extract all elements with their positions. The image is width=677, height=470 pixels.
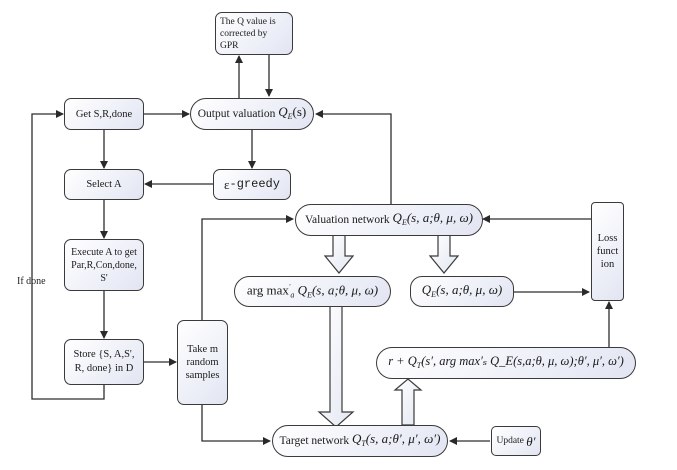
hollow-arrow-valuation-to-argmax <box>323 234 355 274</box>
target-expression-box: r + QT(s′, arg max′ₛ Q_E(s,a;θ, μ, ω);θ′… <box>376 347 636 379</box>
target-network-label: Target network <box>279 434 350 447</box>
target-network-box: Target network QT(s, a;θ′, μ′, ω′) <box>272 425 448 457</box>
update-theta-symbol: θ′ <box>526 433 536 449</box>
hollow-arrow-argmax-to-target <box>317 305 355 428</box>
update-theta-box: Update θ′ <box>491 426 541 456</box>
get-srdone-box: Get S,R,done <box>64 98 144 130</box>
take-samples-label: Take m random samples <box>185 344 220 381</box>
qe-value-box: QE(s, a;θ, μ, ω) <box>410 276 514 307</box>
target-expression-formula: r + QT(s′, arg max′ₛ Q_E(s,a;θ, μ, ω);θ′… <box>388 353 624 370</box>
epsilon-symbol: ε <box>224 177 230 192</box>
store-transition-label: Store {S, A,S', R, done} in D <box>73 349 135 374</box>
target-network-formula: QT(s, a;θ′, μ′, ω′) <box>351 431 441 448</box>
update-label: Update <box>496 435 524 446</box>
arrow-if-done-loop <box>31 110 105 400</box>
output-valuation-formula: QE(s) <box>278 104 307 121</box>
valuation-network-label: Valuation network <box>305 213 390 226</box>
execute-a-label: Execute A to get Par,R,Con,done, S' <box>71 246 137 284</box>
execute-a-box: Execute A to get Par,R,Con,done, S' <box>64 239 144 291</box>
if-done-label: If done <box>17 276 46 287</box>
valuation-network-box: Valuation network QE(s, a;θ, μ, ω) <box>295 204 483 236</box>
argmax-formula: arg max′a QE(s, a;θ, μ, ω) <box>246 282 379 300</box>
select-a-box: Select A <box>64 169 144 200</box>
loss-function-label: Loss funct ion <box>596 233 619 270</box>
take-samples-box: Take m random samples <box>177 320 228 405</box>
greedy-label: -greedy <box>229 177 280 191</box>
arrow-take-to-valuation <box>201 215 294 320</box>
loss-function-box: Loss funct ion <box>591 202 624 301</box>
get-srdone-label: Get S,R,done <box>75 108 133 120</box>
select-a-label: Select A <box>86 179 122 190</box>
hollow-arrow-target-to-targetexpr <box>393 378 423 426</box>
store-transition-box: Store {S, A,S', R, done} in D <box>64 339 144 385</box>
valuation-network-formula: QE(s, a;θ, μ, ω) <box>392 210 473 227</box>
output-valuation-label: Output valuation <box>197 107 276 120</box>
epsilon-greedy-box: ε -greedy <box>213 169 291 200</box>
gpr-correction-label: The Q value is corrected by GPR <box>220 16 276 51</box>
arrow-valuation-to-output <box>315 110 392 204</box>
output-valuation-box: Output valuation QE(s) <box>190 98 314 130</box>
argmax-box: arg max′a QE(s, a;θ, μ, ω) <box>234 276 391 307</box>
gpr-correction-box: The Q value is corrected by GPR <box>215 12 293 55</box>
arrow-take-to-target <box>201 404 271 445</box>
qe-value-formula: QE(s, a;θ, μ, ω) <box>421 281 503 299</box>
hollow-arrow-valuation-to-qe <box>428 234 460 274</box>
